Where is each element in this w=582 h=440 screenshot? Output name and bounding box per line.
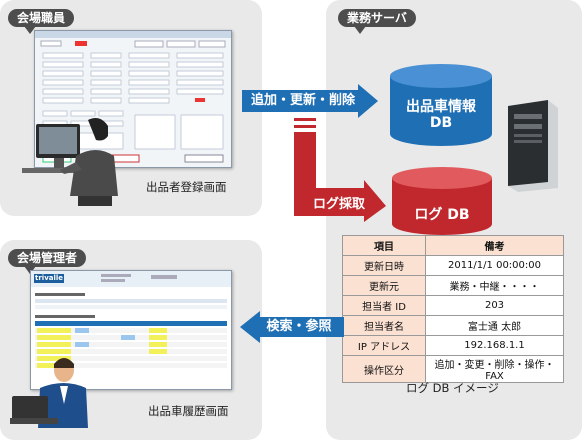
log-value: 192.168.1.1 [425, 335, 564, 356]
log-table-header-row: 項目 備考 [342, 235, 564, 256]
vehicle-db-cylinder [390, 64, 492, 146]
log-value: 業務・中継・・・・ [425, 275, 564, 296]
log-db-caption: ログ DB イメージ [406, 381, 499, 395]
add-update-delete-label: 追加・更新・削除 [250, 93, 355, 108]
staff-tag: 会場職員 [8, 9, 75, 34]
staff-person-illustration [22, 118, 118, 206]
log-collection-arrow [294, 118, 386, 222]
add-update-delete-arrow [242, 84, 378, 118]
log-value: 追加・変更・削除・操作・FAX [425, 355, 564, 383]
manager-person-illustration [10, 358, 88, 428]
trivalle-logo: trivalle [35, 274, 64, 282]
log-key: 操作区分 [342, 355, 426, 383]
server-tower-icon [508, 100, 558, 192]
server-tag: 業務サーバ [338, 9, 416, 34]
log-db-cylinder [392, 167, 492, 235]
log-value: 203 [425, 295, 564, 316]
log-key: 更新元 [342, 275, 426, 296]
log-key: 担当者名 [342, 315, 426, 336]
registration-caption: 出品者登録画面 [146, 180, 227, 194]
log-table-header-item: 項目 [342, 235, 426, 256]
vehicle-db-label-1: 出品車情報 [406, 99, 476, 115]
log-table-header-note: 備考 [425, 235, 564, 256]
log-db-label: ログ DB [414, 207, 470, 223]
table-row: 操作区分追加・変更・削除・操作・FAX [342, 355, 564, 383]
manager-tag: 会場管理者 [8, 249, 87, 274]
search-reference-arrow [240, 311, 344, 343]
history-list-graphic [31, 271, 231, 368]
history-caption: 出品車履歴画面 [148, 404, 229, 418]
log-value: 2011/1/1 00:00:00 [425, 255, 564, 276]
table-row: 担当者名富士通 太郎 [342, 315, 564, 336]
log-key: 担当者 ID [342, 295, 426, 316]
log-key: IP アドレス [342, 335, 426, 356]
registration-form-graphic [35, 31, 231, 163]
vehicle-db-label-2: DB [429, 115, 453, 131]
log-key: 更新日時 [342, 255, 426, 276]
log-collection-label: ログ採取 [312, 197, 365, 212]
log-value: 富士通 太郎 [425, 315, 564, 336]
table-row: 更新元業務・中継・・・・ [342, 275, 564, 296]
search-reference-label: 検索・参照 [266, 319, 332, 334]
